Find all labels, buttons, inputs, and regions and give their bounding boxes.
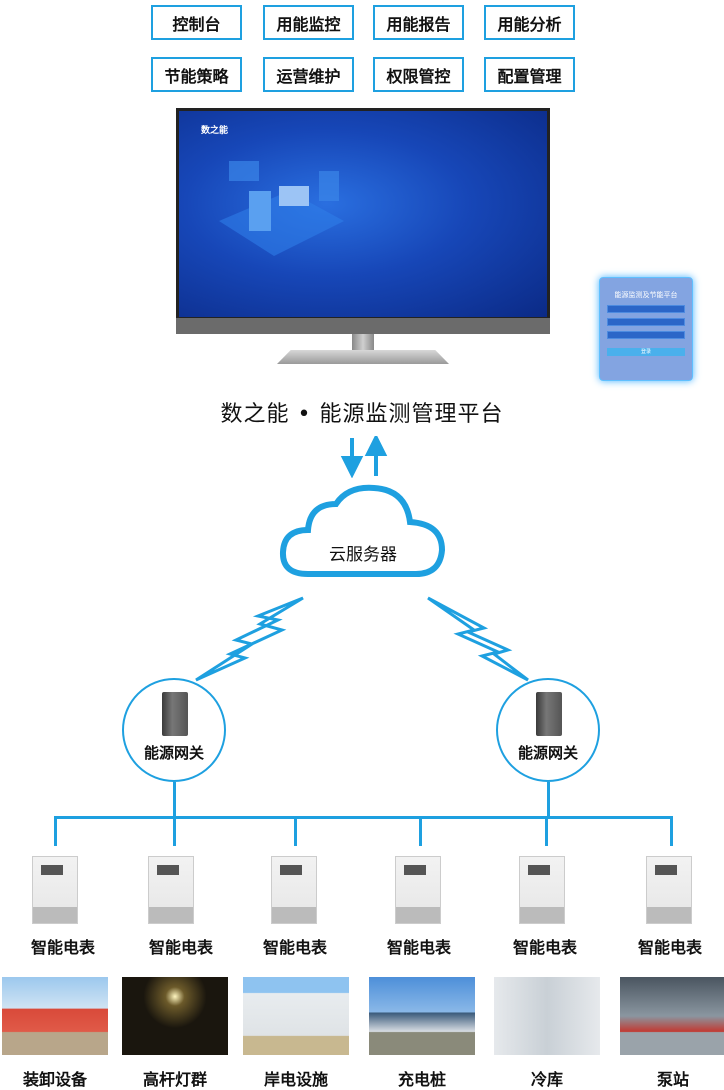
meter-label: 智能电表 [386,938,451,957]
gateway-label: 能源网关 [517,744,578,762]
menu-button-maintenance[interactable]: 运营维护 [263,57,354,92]
site-label: 冷库 [530,1070,563,1089]
photo-shore-power [243,977,349,1055]
gateway-device-icon [162,692,188,736]
meter-label: 智能电表 [637,938,702,957]
smart-meter-image [395,856,441,924]
meter-label: 智能电表 [262,938,327,957]
monitor-neck [352,334,374,354]
login-button: 登录 [607,348,685,356]
gateway-node-right: 能源网关 [496,678,600,782]
connector-line [173,816,176,846]
smart-meter-image [519,856,565,924]
menu-button-analysis[interactable]: 用能分析 [484,5,575,40]
smart-meter-image [148,856,194,924]
cloud-label: 云服务器 [329,545,397,565]
password-field [607,318,685,326]
connector-line [547,782,550,819]
photo-charging-piles [369,977,475,1055]
login-title: 能源监测及节能平台 [614,291,678,299]
menu-button-report[interactable]: 用能报告 [373,5,464,40]
monitor-base [277,350,449,364]
bus-line [54,816,673,819]
smart-meter-image [646,856,692,924]
photo-loading-equipment [2,977,108,1055]
connector-line [670,816,673,846]
wireless-bolt-left-icon [195,596,304,682]
cloud-icon [279,484,446,577]
site-label: 充电桩 [397,1070,446,1089]
menu-button-config[interactable]: 配置管理 [484,57,575,92]
menu-button-permission[interactable]: 权限管控 [373,57,464,92]
smart-meter-image [32,856,78,924]
menu-button-console[interactable]: 控制台 [151,5,242,40]
connector-line [545,816,548,846]
data-exchange-arrows-icon [340,436,388,478]
connector-line [173,782,176,819]
connector-line [419,816,422,846]
site-label: 岸电设施 [263,1070,328,1089]
site-label: 泵站 [656,1070,689,1089]
username-field [607,305,685,313]
photo-high-mast-lights [122,977,228,1055]
meter-label: 智能电表 [148,938,213,957]
isometric-city-illustration [219,161,344,256]
site-label: 高杆灯群 [142,1070,207,1089]
connector-line [54,816,57,846]
gateway-device-icon [536,692,562,736]
platform-title: 数之能 • 能源监测管理平台 [220,402,504,427]
captcha-field [607,331,685,339]
photo-cold-storage [494,977,600,1055]
wireless-bolt-right-icon [427,596,529,682]
meter-label: 智能电表 [30,938,95,957]
site-label: 装卸设备 [22,1070,87,1089]
monitor-screen: 数之能 能源监测及节能平台 登录 [176,108,693,381]
connector-line [294,816,297,846]
photo-pump-station [620,977,724,1055]
login-panel: 能源监测及节能平台 登录 [599,277,693,381]
monitor-bezel [176,318,550,334]
menu-button-monitoring[interactable]: 用能监控 [263,5,354,40]
screen-logo: 数之能 [201,126,229,136]
meter-label: 智能电表 [512,938,577,957]
smart-meter-image [271,856,317,924]
menu-button-strategy[interactable]: 节能策略 [151,57,242,92]
gateway-label: 能源网关 [143,744,204,762]
gateway-node-left: 能源网关 [122,678,226,782]
